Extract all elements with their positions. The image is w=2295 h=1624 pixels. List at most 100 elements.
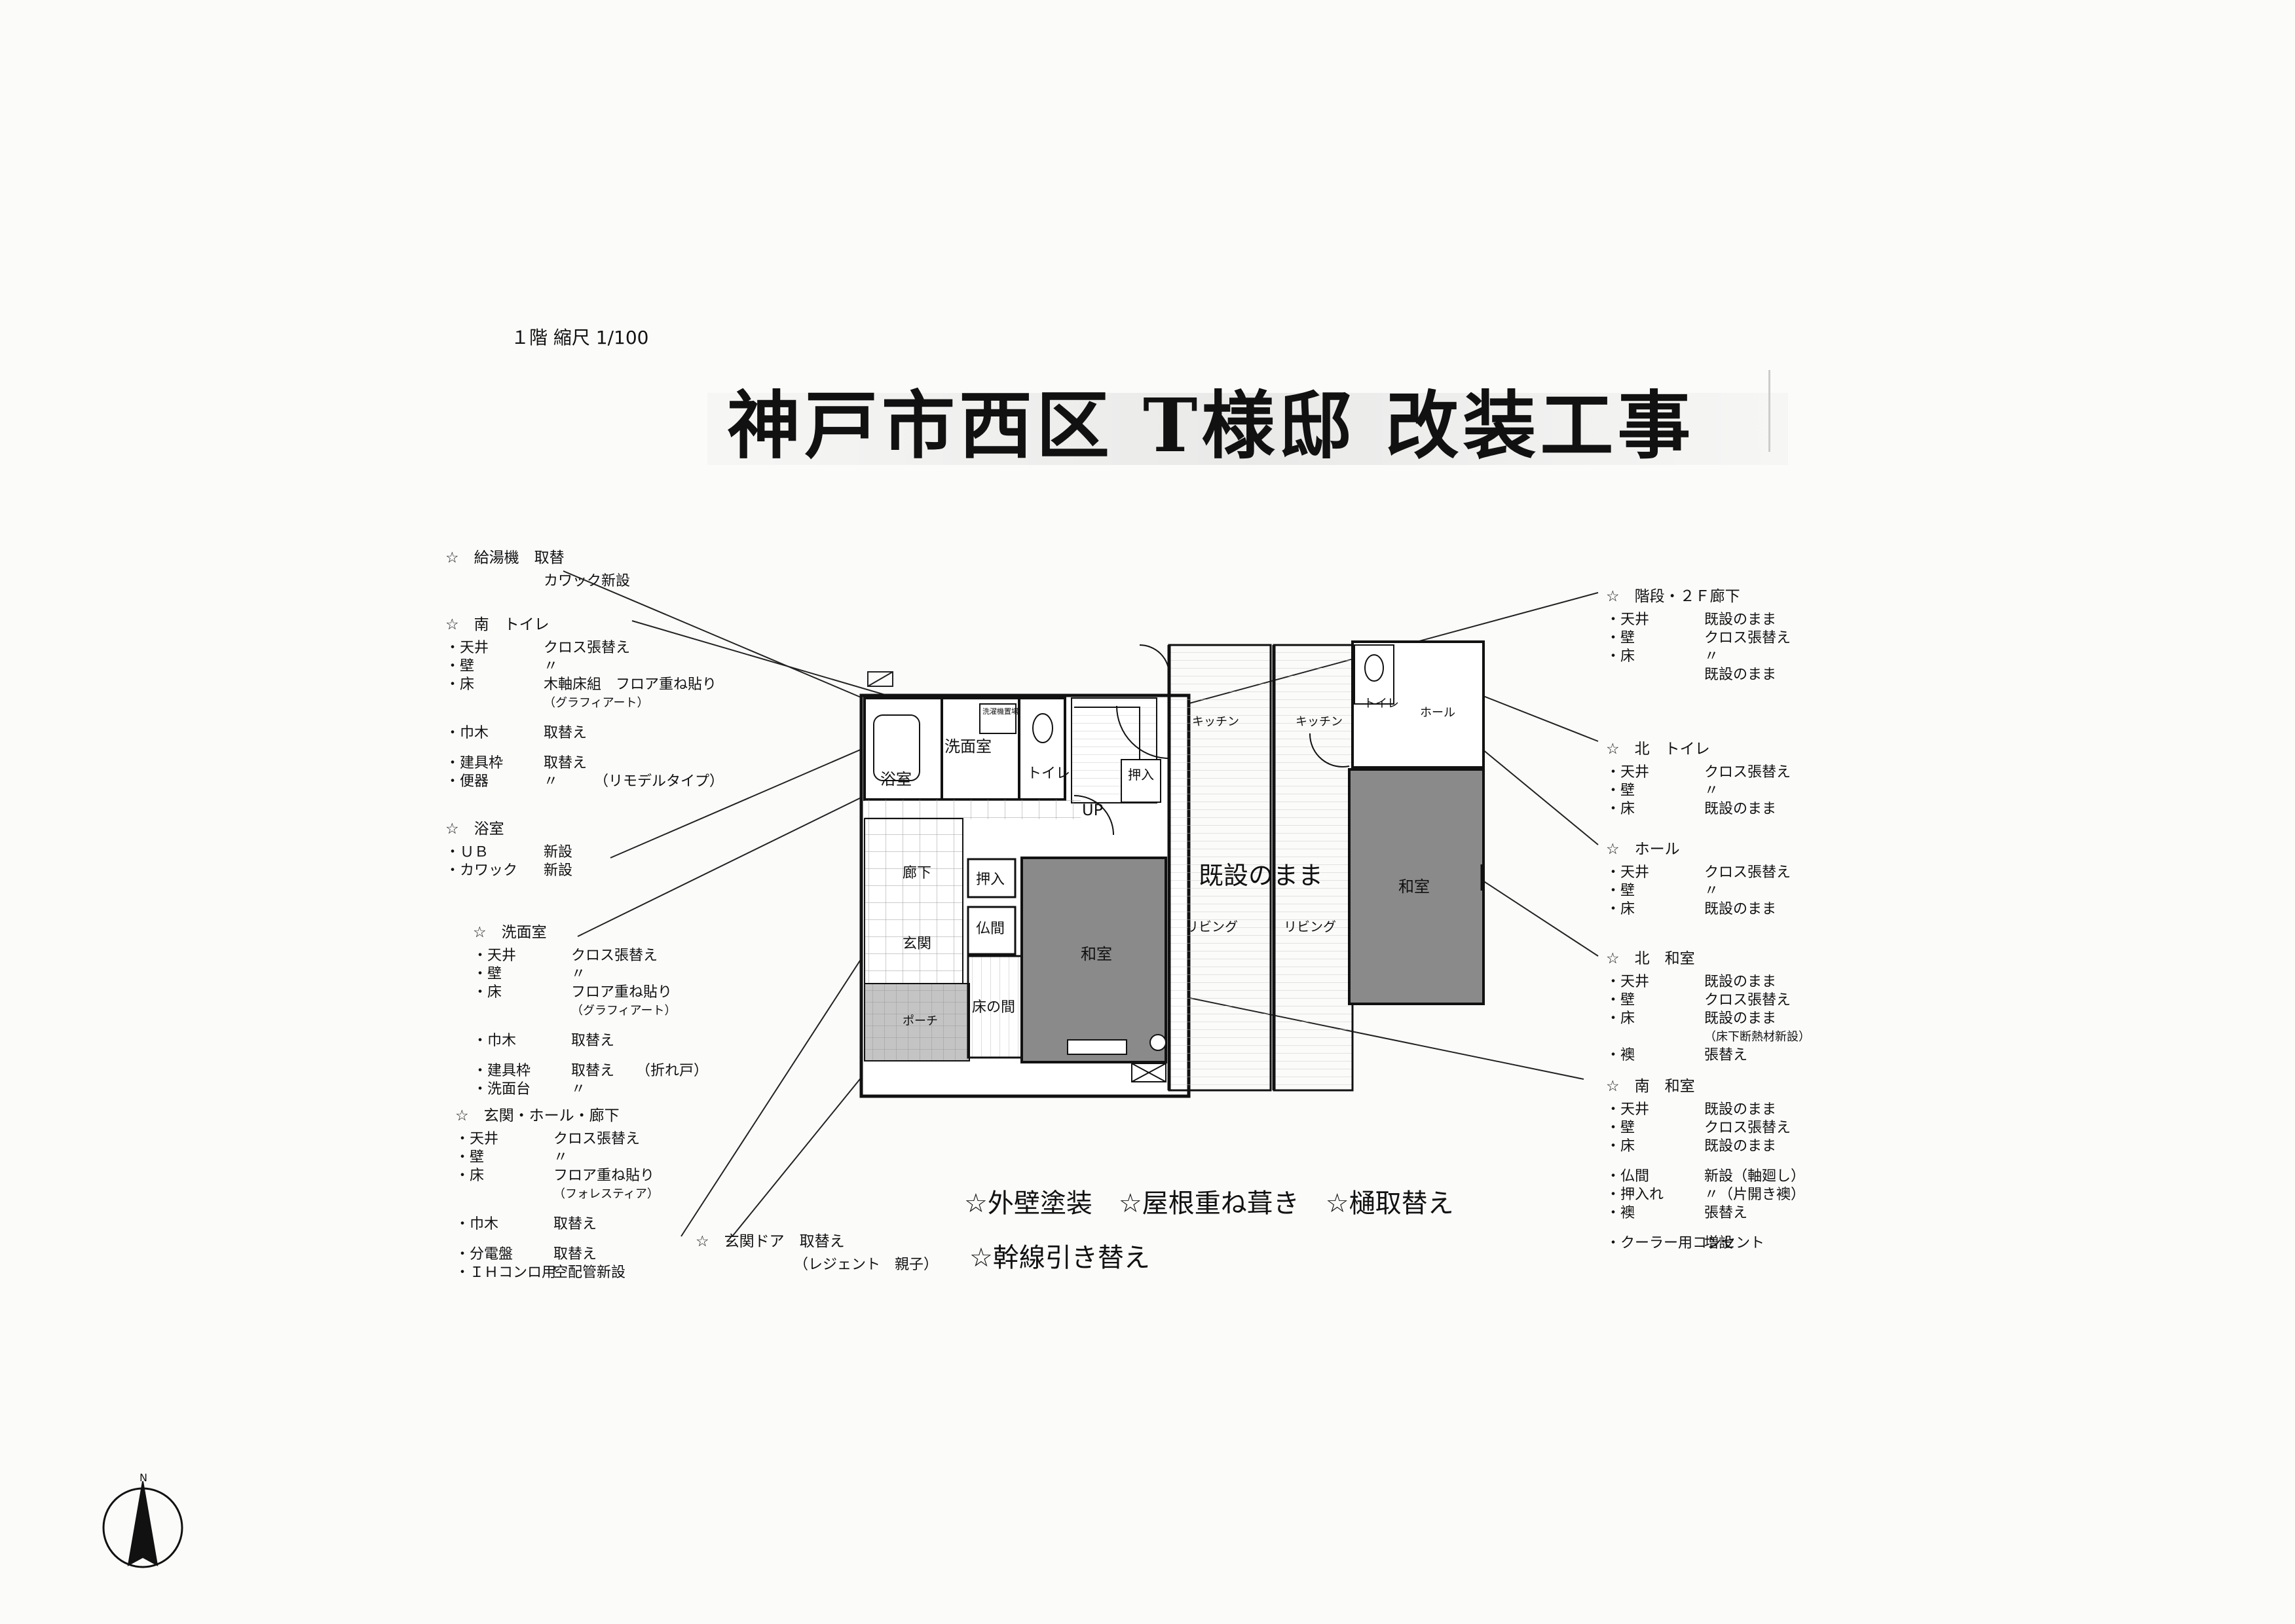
note-row: ・巾木取替え	[445, 724, 724, 743]
label-washer: 洗濯機置場	[982, 707, 1018, 716]
note-row-value: 〃	[544, 658, 559, 674]
note-row: ・巾木取替え	[473, 1032, 708, 1050]
note-row: ・押入れ〃（片開き襖）	[1606, 1186, 1805, 1204]
note-row: ・天井クロス張替え	[1606, 764, 1791, 782]
note-row-value: 既設のまま	[1704, 801, 1777, 817]
note-row-value: 既設のまま	[1704, 1138, 1777, 1154]
note-row: 既設のまま	[1606, 666, 1791, 684]
note-row-value: 既設のまま	[1704, 612, 1777, 628]
note-row: ・天井既設のまま	[1606, 1101, 1805, 1119]
note-row-key: ・仏間	[1606, 1168, 1650, 1185]
note-row-key: ・天井	[1606, 764, 1650, 781]
note-south-washitsu: ☆ 南 和室・天井既設のまま・壁クロス張替え・床既設のまま・仏間新設（軸廻し）・…	[1606, 1077, 1805, 1253]
label-washitsu-n: 和室	[1398, 877, 1430, 896]
note-row-key: ・洗面台	[473, 1081, 531, 1098]
note-row-key: ・天井	[1606, 612, 1650, 628]
note-row: ・天井既設のまま	[1606, 973, 1810, 991]
label-living-l: リビング	[1185, 919, 1238, 934]
label-corridor: 廊下	[903, 865, 931, 881]
note-row-key: ・ＵＢ	[445, 844, 489, 860]
label-existing: 既設のまま	[1199, 861, 1323, 890]
note-row-value: クロス張替え	[571, 948, 658, 964]
note-row: ・壁クロス張替え	[1606, 629, 1791, 648]
note-row-value: 〃 （リモデルタイプ）	[544, 773, 724, 790]
note-row: ・天井クロス張替え	[455, 1130, 659, 1149]
north-label: N	[140, 1471, 147, 1484]
note-row-key: ・襖	[1606, 1047, 1635, 1063]
note-row-key: ・壁	[1606, 883, 1635, 899]
note-heading: ☆ 南 和室	[1606, 1078, 1695, 1095]
page-title: 神戸市西区 T様邸 改装工事	[727, 383, 1695, 469]
note-row-key: ・天井	[1606, 974, 1650, 990]
note-row-key: ・押入れ	[1606, 1187, 1664, 1203]
note-row-key: ・便器	[445, 773, 489, 790]
label-up: UP	[1082, 801, 1103, 819]
note-heading: ☆ 階段・２Ｆ廊下	[1606, 588, 1740, 605]
note-row-key: ・床	[473, 984, 502, 1001]
note-row-value: 木軸床組 フロア重ね貼り	[544, 676, 717, 693]
note-row-value: 〃	[1704, 883, 1719, 899]
note-row: ・クーラー用コンセント増設	[1606, 1234, 1805, 1253]
note-row: ・床 既設のまま	[1606, 1010, 1810, 1028]
note-row-value: クロス張替え	[544, 640, 631, 656]
note-row-key: ・床	[1606, 1010, 1635, 1027]
note-heading: ☆ 洗面室	[473, 924, 547, 941]
note-row-value: 張替え	[1704, 1205, 1748, 1221]
note-row: ・建具枠取替え	[445, 754, 724, 773]
note-row-key: ・天井	[1606, 864, 1650, 881]
bottom-note-2: ☆幹線引き替え	[969, 1243, 1150, 1273]
note-row-key: ・壁	[473, 966, 502, 982]
note-row-value: 既設のまま	[1704, 1010, 1777, 1027]
note-heading: ☆ 南 トイレ	[445, 616, 550, 633]
plan-labels: 浴室 洗面室 洗濯機置場 トイレ 押入 UP 廊下 押入 仏間 玄関 床の間 ポ…	[880, 697, 1455, 1028]
note-row: ・壁 〃	[1606, 782, 1791, 800]
label-butsuma: 仏間	[976, 921, 1005, 937]
label-kitchen-r: キッチン	[1296, 715, 1343, 729]
note-row-value: 増設	[1704, 1235, 1734, 1251]
note-washroom: ☆ 洗面室・天井クロス張替え・壁〃・床フロア重ね貼り（グラフィアート）・巾木取替…	[473, 923, 708, 1099]
note-row: ・便器 〃 （リモデルタイプ）	[445, 773, 724, 791]
note-row-value: 取替え	[553, 1216, 597, 1232]
plan-right-wing	[1309, 640, 1485, 1005]
note-row: （レジェント 親子）	[696, 1256, 938, 1274]
note-row-value: 〃	[553, 1149, 569, 1166]
note-row-value: 既設のまま	[1704, 901, 1777, 917]
note-heading: ☆ 浴室	[445, 821, 504, 838]
note-row: ・襖張替え	[1606, 1204, 1805, 1223]
note-row: ・床既設のまま	[1606, 800, 1791, 819]
note-row-key: ・床	[1606, 901, 1635, 917]
note-heading: ☆ ホール	[1606, 841, 1680, 858]
label-closet-s: 押入	[1128, 767, 1154, 783]
note-row: ・壁 〃	[473, 965, 708, 984]
note-row-key: ・壁	[1606, 992, 1635, 1008]
note-row-value: クロス張替え	[1704, 992, 1791, 1008]
label-genkan: 玄関	[903, 936, 931, 952]
note-row-key: ・巾木	[445, 725, 489, 741]
note-row-key: ・建具枠	[473, 1063, 531, 1079]
note-row-value: 取替え	[553, 1246, 597, 1263]
note-row-value: フロア重ね貼り	[553, 1168, 655, 1184]
note-heading: ☆ 北 トイレ	[1606, 741, 1710, 758]
title-ghost-band	[707, 393, 1788, 465]
note-row-key: ・建具枠	[445, 755, 504, 771]
note-row-value: 〃	[571, 966, 586, 982]
note-row: ・仏間 新設（軸廻し）	[1606, 1168, 1805, 1186]
boiler-marker	[867, 671, 893, 687]
label-oshiire: 押入	[976, 872, 1005, 888]
note-row: ・カワック新設	[445, 862, 572, 880]
note-row-value: 〃	[1704, 783, 1719, 799]
note-row: ・分電盤 取替え	[455, 1246, 659, 1264]
note-north-washitsu: ☆ 北 和室・天井既設のまま・壁クロス張替え・床既設のまま（床下断熱材新設）・襖…	[1606, 950, 1810, 1065]
label-tokonoma: 床の間	[972, 999, 1015, 1016]
label-hall: ホール	[1420, 706, 1455, 720]
note-row-key: ・分電盤	[455, 1246, 513, 1263]
note-row-value: 既設のまま	[1704, 667, 1777, 683]
note-row-value: 張替え	[1704, 1047, 1748, 1063]
note-row-key: ・ＩＨコンロ用	[455, 1264, 557, 1281]
note-row-sub: （グラフィアート）	[544, 696, 649, 710]
note-row-value: 新設（軸廻し）	[1704, 1168, 1806, 1185]
label-living-r: リビング	[1284, 919, 1336, 934]
note-row-key: ・壁	[1606, 783, 1635, 799]
